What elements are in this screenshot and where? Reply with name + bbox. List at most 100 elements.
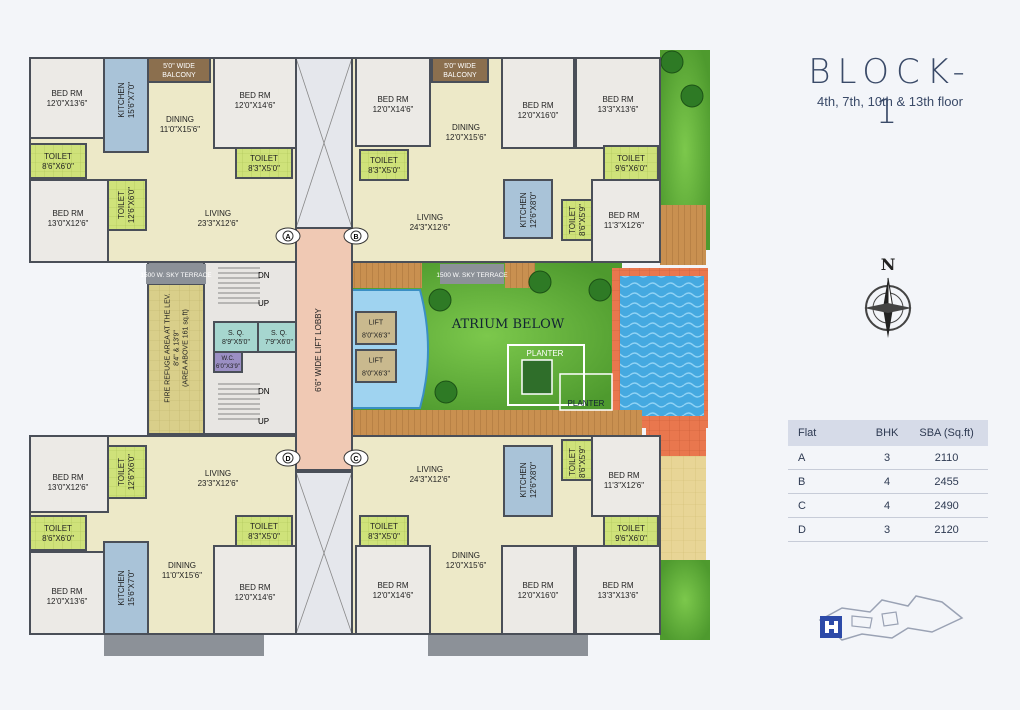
flat-a-bed-2 [213,57,297,149]
tree-icon [588,278,612,302]
cell: 4 [869,493,906,518]
garden-strip-lower [660,560,710,640]
label-line: TOILET [250,522,278,531]
label-line: 12'0"X13'6" [47,597,88,606]
flat-b-bed-3 [575,57,661,149]
flat-a-toilet-3 [107,179,147,231]
flat-a-bed-1 [29,57,105,139]
flat-b-bed-4 [591,179,661,263]
label-line: 12'6"X8'0" [529,192,538,228]
flat-c-bed-1 [355,545,431,635]
flat-entry-marker: B [343,227,369,245]
label-line: DINING [166,115,194,124]
label-line: BED RM [52,209,83,218]
marker-letter: A [285,234,290,241]
label-line: 9'6"X6'0" [615,164,647,173]
room-label: S. Q. 8'9"X5'0" [222,330,250,346]
label-line: BED RM [377,581,408,590]
planter-grid [521,359,553,395]
label-line: 8'0"X6'3" [362,332,390,339]
flat-b-balcony [431,57,489,83]
label-line: LIFT [369,357,384,364]
flat-b-bed-1 [355,57,431,147]
deck-bottom [352,410,642,436]
shaft-cross [295,57,353,229]
room-label: W.C.6'0"X3'9" [216,356,240,370]
label-line: FIRE REFUGE AREA AT THE LEV. [164,293,171,403]
label-line: TOILET [44,524,72,533]
flat-c-toilet-3 [561,439,593,481]
flat-c-bed-2 [501,545,575,635]
label-line: 13'0"X12'6" [48,219,89,228]
servant-quarter-2 [257,321,301,353]
label-line: KITCHEN [519,462,528,497]
label-line: BED RM [602,95,633,104]
cell: C [788,493,869,518]
floor-subtitle: 4th, 7th, 10th & 13th floor [817,94,963,109]
label-line: BED RM [239,91,270,100]
label-line: BALCONY [162,72,196,79]
label-line: 8'3"X5'0" [248,532,280,541]
flat-c-kitchen [503,445,553,517]
label-line: 6'6" WIDE LIFT LOBBY [314,307,323,391]
wc [213,351,243,373]
col-flat: Flat [788,420,869,446]
label-line: TOILET [370,522,398,531]
planter-label-1: PLANTER [527,349,564,358]
cell: 2120 [905,517,988,542]
cell: A [788,446,869,470]
label-line: 8'9"X5'0" [222,339,250,346]
flat-a-balcony [147,57,211,83]
label-line: TOILET [568,206,577,234]
label-line: 12'6"X6'0" [127,187,136,223]
label-line: 23'3"X12'6" [198,479,239,488]
label-line: LIVING [205,209,231,218]
sky-terrace-right [440,264,504,284]
label-line: TOILET [117,191,126,219]
lift-1 [355,311,397,345]
cell: 2110 [905,446,988,470]
cell: 2455 [905,469,988,494]
col-sba: SBA (Sq.ft) [905,420,988,446]
cell: D [788,517,869,542]
deck-top [352,262,422,288]
flat-entry-marker: D [275,449,301,467]
lift-lobby-label: 6'6" WIDE LIFT LOBBY [314,307,323,391]
label-line: BED RM [522,101,553,110]
col-bhk: BHK [869,420,906,446]
flat-d-bed-3 [29,435,109,513]
label-line: S. Q. [228,330,244,337]
label-line: 13'3"X13'6" [598,105,639,114]
label-line: BED RM [377,95,408,104]
label-line: 12'0"X14'6" [373,591,414,600]
servant-quarter-1 [213,321,259,353]
sky-terrace-right-label: 1500 W. SKY TERRACE [436,272,508,279]
tree-icon [434,380,458,404]
label-line: BED RM [602,581,633,590]
cell: 4 [869,469,906,494]
label-line: (AREA ABOVE 161 sq.ft) [182,309,189,387]
room-label: LIFT [369,319,384,326]
